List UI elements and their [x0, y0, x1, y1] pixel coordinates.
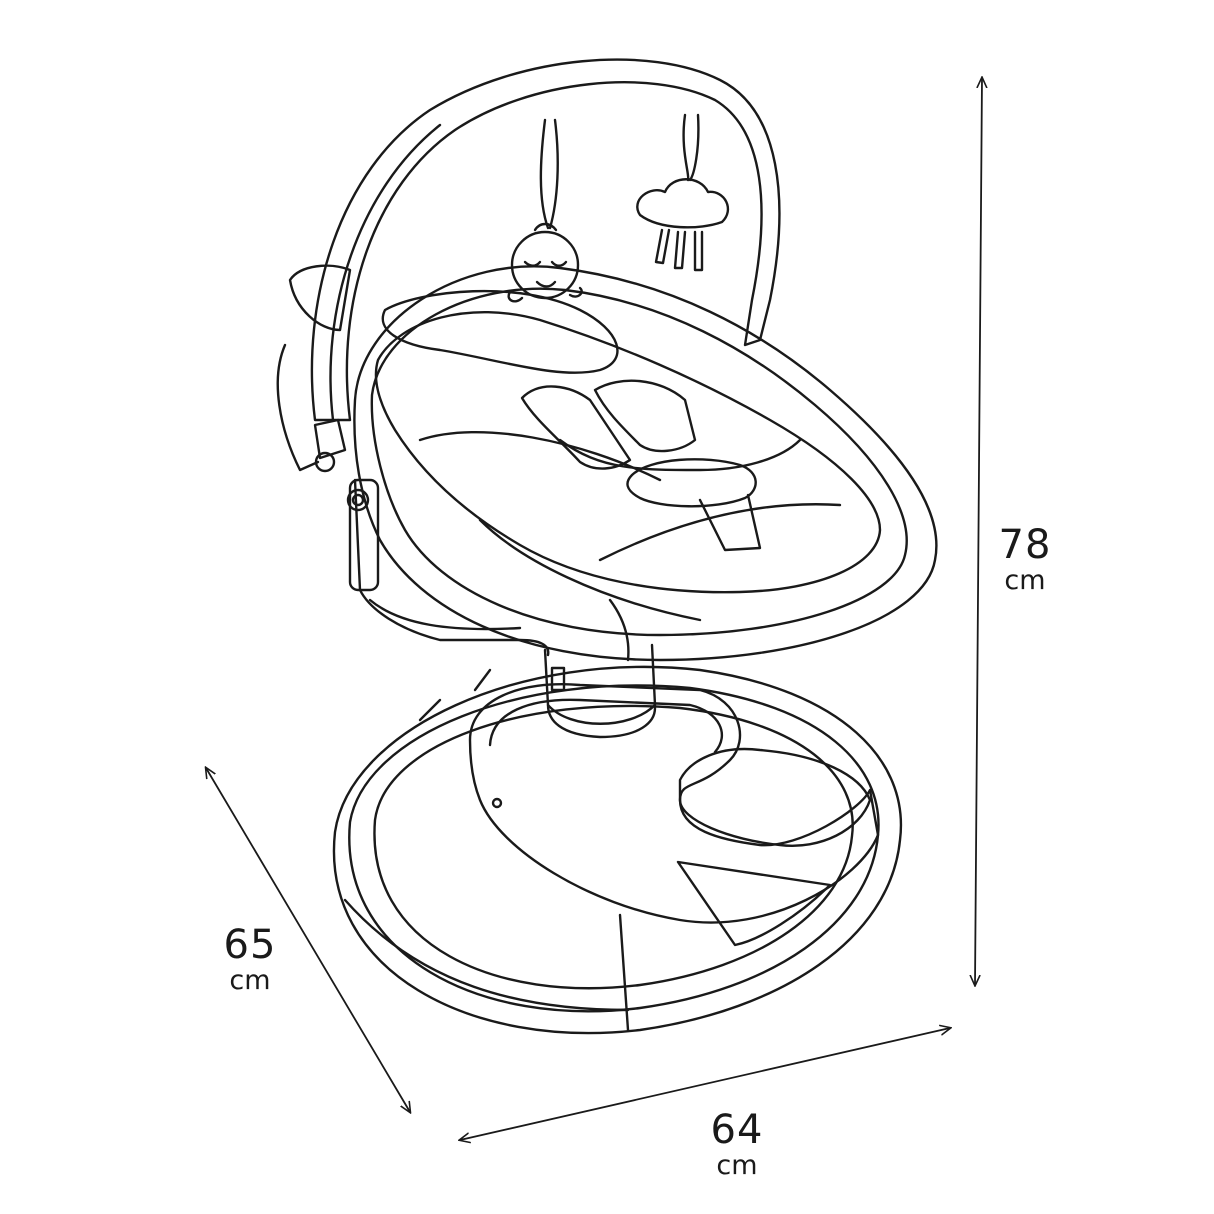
toy-strap-left	[539, 118, 550, 230]
depth-dimension-arrow	[206, 768, 410, 1112]
width-value: 64	[710, 1107, 764, 1153]
frame-hinge-knob-inner	[351, 493, 365, 507]
seat-outer-shell	[353, 265, 938, 662]
frame-hinge-knob	[346, 488, 370, 512]
post-button	[550, 666, 566, 692]
frame-lever-pivot	[314, 451, 336, 473]
base-rear-seam	[418, 668, 492, 722]
toy-fruit-body	[510, 230, 580, 300]
toy-bar-inner-edge	[329, 123, 442, 422]
harness-crotch-strap	[698, 493, 762, 552]
toy-fruit-leaf	[533, 222, 558, 232]
swing-base	[332, 665, 903, 1035]
swing-seat	[276, 264, 938, 662]
depth-unit: cm	[229, 965, 271, 996]
toy-cloud-drop-3	[693, 230, 704, 272]
seat-headrest	[381, 289, 619, 374]
frame-left-arm-inner	[368, 598, 522, 631]
height-dimension-arrow	[975, 78, 982, 985]
width-dimension-arrow	[460, 1028, 950, 1140]
toy-fruit-eye-left	[523, 260, 542, 267]
toy-strap-left-2	[548, 118, 559, 230]
base-led-dot	[491, 797, 503, 809]
harness-waist-strap	[558, 438, 802, 472]
seat-inner-rim	[370, 287, 908, 637]
seat-padding-line-1	[418, 430, 662, 482]
frame-lever	[313, 418, 347, 460]
height-unit: cm	[1004, 565, 1046, 596]
base-vent-slot	[676, 860, 832, 947]
toy-cloud-body	[636, 178, 729, 229]
harness-left-shoulder-pad	[520, 385, 632, 470]
toy-fruit-paw-left	[507, 290, 524, 303]
height-dimension-label: 78 cm	[985, 525, 1065, 594]
toy-fruit-eye-right	[550, 260, 568, 267]
base-inner-ring	[373, 704, 854, 990]
base-top-surface	[348, 684, 880, 1013]
base-pedestal	[468, 683, 880, 924]
dimension-lines	[206, 78, 982, 1140]
toy-bar	[310, 58, 781, 422]
width-dimension-label: 64 cm	[697, 1110, 777, 1179]
toy-fruit-smile	[535, 280, 557, 288]
harness-buckle	[626, 458, 757, 508]
toy-cloud-drop-2	[673, 230, 687, 270]
depth-dimension-label: 65 cm	[210, 925, 290, 994]
base-outer-rim	[332, 665, 903, 1035]
seat-padding-line-4	[608, 598, 630, 662]
seat-padding-line-2	[598, 503, 842, 562]
hanging-toy-fruit	[507, 222, 583, 303]
base-segment-line	[618, 913, 630, 1032]
toy-cloud-drop-1	[654, 228, 671, 265]
seat-frame	[313, 418, 550, 657]
toy-fruit-paw-right	[568, 286, 583, 298]
toy-bar-arch	[310, 58, 781, 422]
swing-motor-post	[543, 643, 657, 739]
base-pedestal-inner	[488, 698, 724, 754]
seat-padding-line-3	[478, 518, 702, 622]
toy-strap-right	[682, 113, 690, 182]
frame-left-arm	[353, 478, 550, 657]
seat-cushion	[374, 310, 882, 594]
post-collar	[546, 703, 657, 739]
seat-harness	[520, 379, 802, 552]
toy-strap-right-2	[688, 113, 700, 182]
base-front-edge	[343, 898, 630, 1012]
post-body	[543, 643, 657, 725]
width-unit: cm	[716, 1150, 758, 1181]
seat-side-frame	[276, 343, 320, 472]
frame-hinge-housing	[348, 478, 380, 592]
seat-canopy-back	[288, 264, 352, 332]
hanging-toy-cloud	[636, 178, 729, 272]
height-value: 78	[998, 522, 1052, 568]
harness-right-shoulder-pad	[593, 379, 697, 453]
depth-value: 65	[223, 922, 277, 968]
base-side-cutout	[678, 747, 872, 847]
